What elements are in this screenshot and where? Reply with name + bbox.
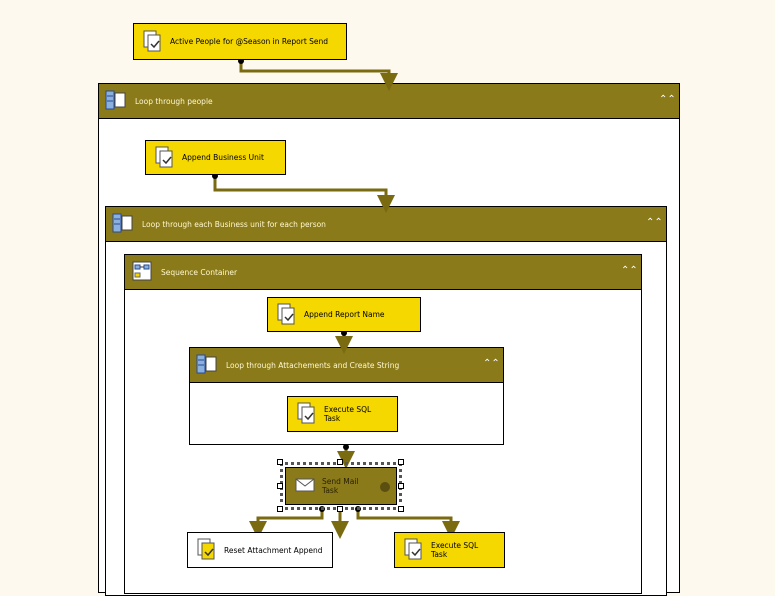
envelope-icon bbox=[294, 476, 316, 496]
task-reset-attachment-append[interactable]: Reset Attachment Append bbox=[187, 532, 333, 568]
task-execute-sql-bottom[interactable]: Execute SQL Task bbox=[394, 532, 505, 568]
double-chevron-up-icon[interactable]: ⌃⌃ bbox=[646, 217, 663, 228]
task-active-people[interactable]: Active People for @Season in Report Send bbox=[133, 23, 347, 60]
execute-sql-task-icon bbox=[403, 537, 425, 563]
execute-sql-task-icon bbox=[296, 401, 318, 427]
task-label: Send Mail Task bbox=[322, 477, 359, 495]
double-chevron-up-icon[interactable]: ⌃⌃ bbox=[621, 265, 638, 276]
resize-handle[interactable] bbox=[398, 459, 404, 465]
task-append-report-name[interactable]: Append Report Name bbox=[267, 297, 421, 332]
task-execute-sql-inner[interactable]: Execute SQL Task bbox=[287, 396, 398, 432]
resize-handle[interactable] bbox=[398, 506, 404, 512]
foreach-loop-icon bbox=[110, 211, 136, 237]
task-label: Append Report Name bbox=[304, 310, 385, 319]
foreach-loop-icon bbox=[103, 88, 129, 114]
execute-sql-task-icon bbox=[154, 145, 176, 171]
container-title: Loop through Attachements and Create Str… bbox=[226, 360, 400, 370]
container-header[interactable]: Sequence Container ⌃⌃ bbox=[125, 255, 641, 290]
container-title: Sequence Container bbox=[161, 267, 238, 277]
container-header[interactable]: Loop through Attachements and Create Str… bbox=[190, 348, 503, 383]
resize-handle[interactable] bbox=[398, 483, 404, 489]
double-chevron-up-icon[interactable]: ⌃⌃ bbox=[483, 358, 500, 369]
task-send-mail[interactable]: Send Mail Task bbox=[285, 467, 397, 505]
task-label: Execute SQL Task bbox=[324, 405, 372, 423]
task-label: Append Business Unit bbox=[182, 153, 264, 162]
container-header[interactable]: Loop through each Business unit for each… bbox=[106, 207, 666, 242]
resize-handle[interactable] bbox=[277, 459, 283, 465]
execute-sql-task-icon bbox=[276, 302, 298, 328]
sequence-container-icon bbox=[129, 259, 155, 285]
double-chevron-up-icon[interactable]: ⌃⌃ bbox=[659, 94, 676, 105]
task-append-business-unit[interactable]: Append Business Unit bbox=[145, 140, 286, 175]
execute-sql-task-icon bbox=[142, 29, 164, 55]
status-dot-icon bbox=[380, 482, 390, 492]
resize-handle[interactable] bbox=[337, 459, 343, 465]
container-title: Loop through people bbox=[135, 96, 213, 106]
resize-handle[interactable] bbox=[277, 483, 283, 489]
task-label: Execute SQL Task bbox=[431, 541, 479, 559]
container-title: Loop through each Business unit for each… bbox=[142, 219, 326, 229]
resize-handle[interactable] bbox=[277, 506, 283, 512]
task-label: Active People for @Season in Report Send bbox=[170, 37, 329, 46]
resize-handle[interactable] bbox=[337, 506, 343, 512]
task-label: Reset Attachment Append bbox=[224, 545, 323, 555]
container-header[interactable]: Loop through people ⌃⌃ bbox=[99, 84, 679, 119]
foreach-loop-icon bbox=[194, 352, 220, 378]
execute-sql-task-icon bbox=[196, 537, 218, 563]
